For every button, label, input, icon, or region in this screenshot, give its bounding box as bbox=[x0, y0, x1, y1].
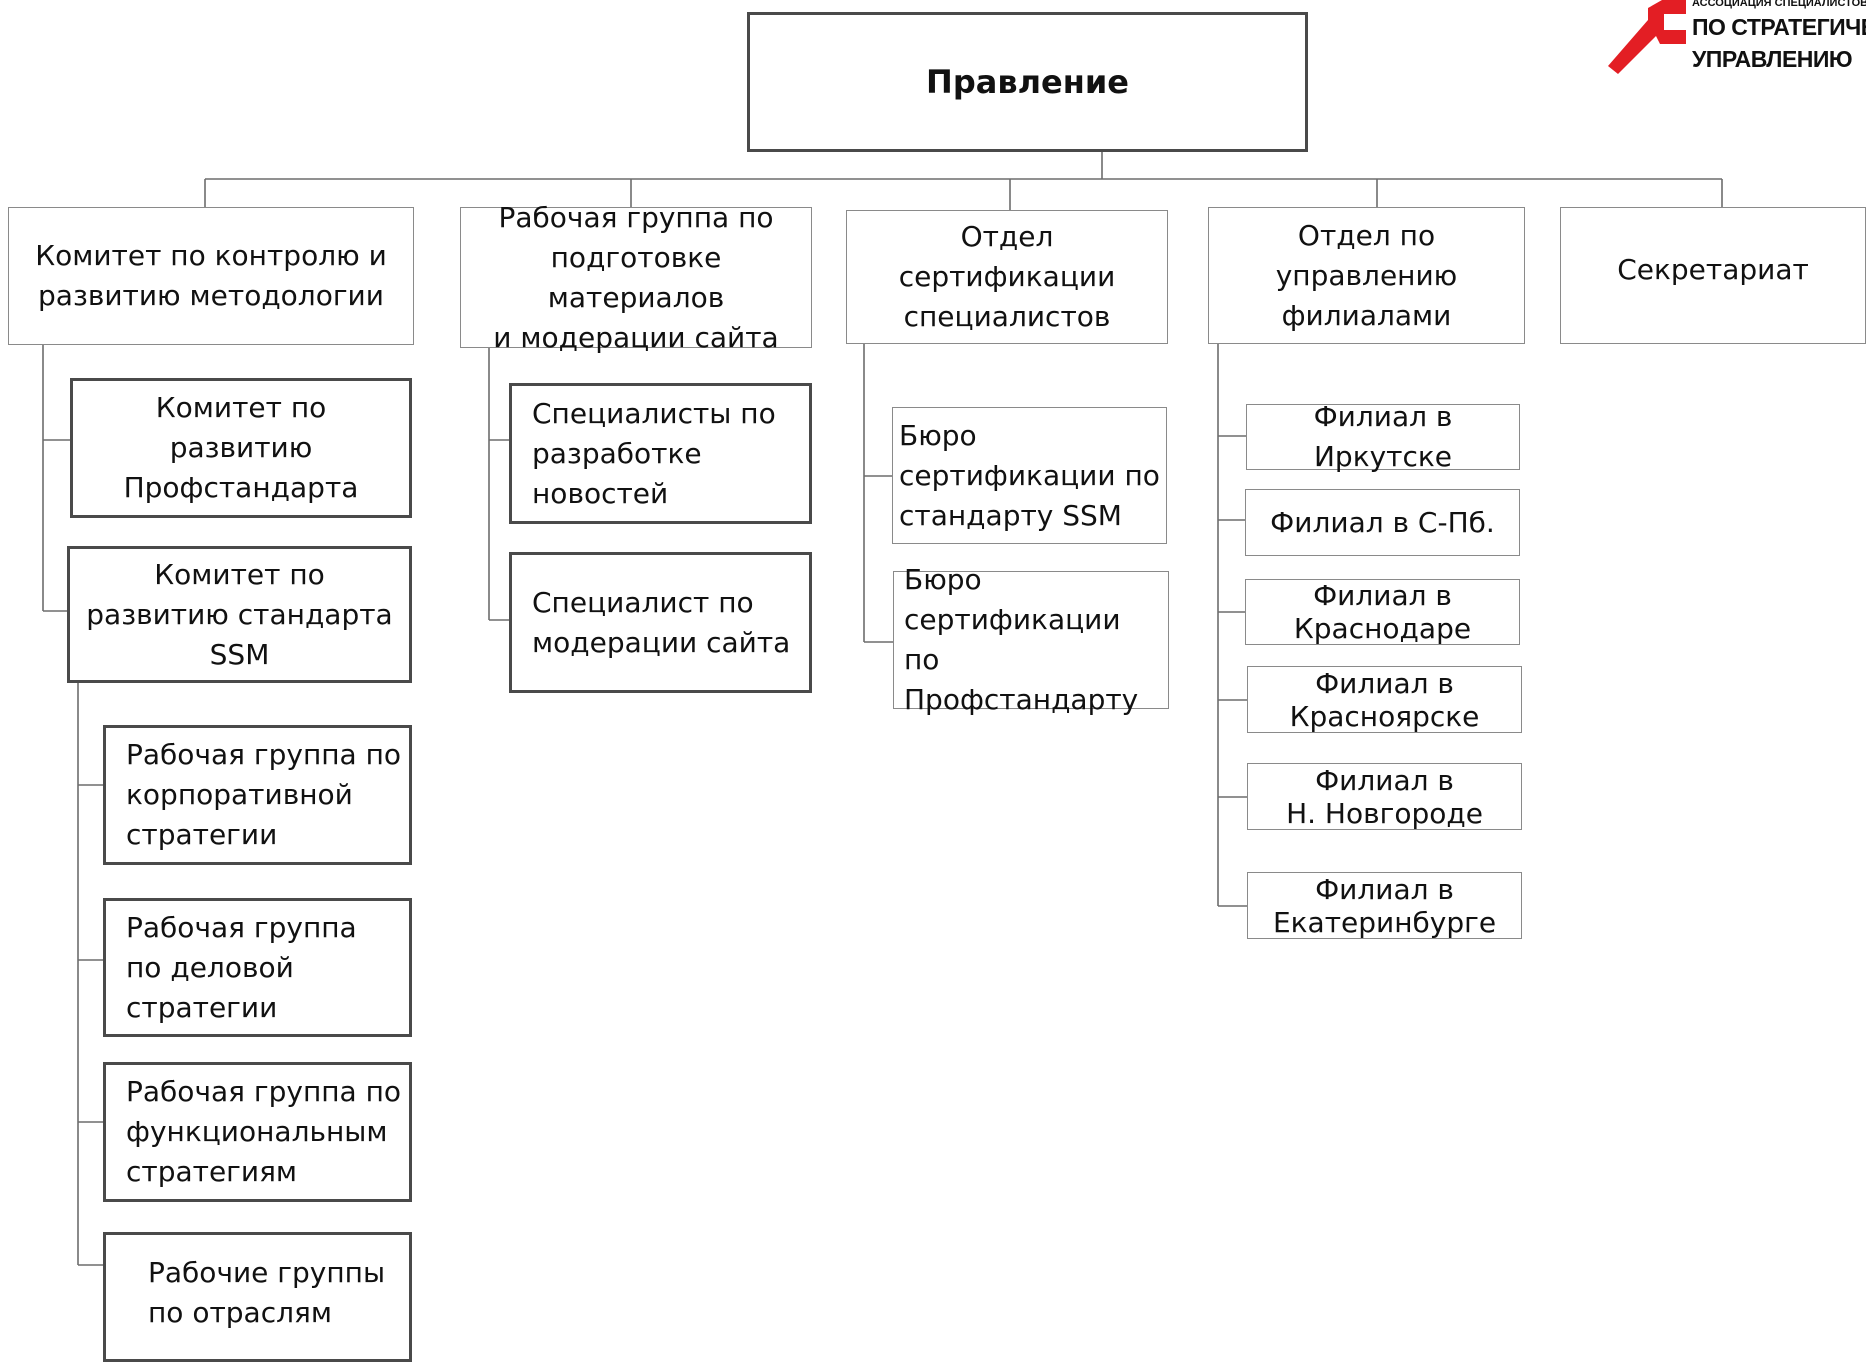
news-specialists: Специалисты по разработке новостей bbox=[509, 383, 812, 524]
department-label: Отдел сертификации специалистов bbox=[898, 220, 1116, 333]
node-label: Бюро сертификации по стандарту SSM bbox=[899, 418, 1160, 532]
node-label: Рабочая группа по функциональным стратег… bbox=[126, 1075, 402, 1188]
working-group-business: Рабочая группа по деловой стратегии bbox=[103, 898, 412, 1037]
branch-krasnoyarsk: Филиал в Красноярске bbox=[1247, 666, 1522, 733]
logo-text-line2: ПО СТРАТЕГИЧЕСКОМУ bbox=[1692, 14, 1866, 40]
working-group-functional: Рабочая группа по функциональным стратег… bbox=[103, 1062, 412, 1202]
node-label: Филиал в С-Пб. bbox=[1270, 505, 1495, 539]
moderation-specialist: Специалист по модерации сайта bbox=[509, 552, 812, 693]
node-label: Филиал в Краснодаре bbox=[1293, 579, 1472, 645]
node-label: Филиал в Иркутске bbox=[1313, 400, 1453, 473]
bureau-profstandard: Бюро сертификации по Профстандарту bbox=[893, 563, 1169, 716]
node-label: Бюро сертификации по Профстандарту bbox=[904, 563, 1139, 716]
node-label: Филиал в Н. Новгороде bbox=[1286, 763, 1483, 830]
department-label: Отдел по управлению филиалами bbox=[1275, 218, 1458, 332]
department-label: Секретариат bbox=[1617, 252, 1809, 286]
department-website: Рабочая группа по подготовке материалов … bbox=[460, 201, 812, 354]
node-label: Специалист по модерации сайта bbox=[532, 585, 791, 659]
department-certification: Отдел сертификации специалистов bbox=[846, 210, 1168, 344]
node-label: Специалисты по разработке новостей bbox=[532, 396, 776, 510]
department-secretariat: Секретариат bbox=[1560, 207, 1866, 344]
root-node: Правление bbox=[747, 12, 1308, 152]
department-label: Рабочая группа по подготовке материалов … bbox=[493, 200, 779, 354]
root-label: Правление bbox=[926, 63, 1129, 101]
branch-spb: Филиал в С-Пб. bbox=[1245, 489, 1520, 556]
branch-yekaterinburg: Филиал в Екатеринбурге bbox=[1247, 872, 1522, 939]
branch-irkutsk: Филиал в Иркутске bbox=[1246, 400, 1520, 473]
branch-krasnodar: Филиал в Краснодаре bbox=[1245, 579, 1520, 645]
department-branches: Отдел по управлению филиалами bbox=[1208, 207, 1525, 344]
logo-text-line3: УПРАВЛЕНИЮ bbox=[1692, 46, 1853, 72]
working-group-corporate: Рабочая группа по корпоративной стратеги… bbox=[103, 725, 412, 865]
logo-text-line1: АССОЦИАЦИЯ СПЕЦИАЛИСТОВ bbox=[1692, 0, 1866, 9]
node-label: Филиал в Екатеринбурге bbox=[1272, 872, 1497, 939]
working-groups-industries: Рабочие группы по отраслям bbox=[103, 1232, 412, 1362]
department-methodology: Комитет по контролю и развитию методолог… bbox=[8, 207, 414, 345]
committee-ssm: Комитет по развитию стандарта SSM bbox=[67, 546, 412, 683]
department-label: Комитет по контролю и развитию методолог… bbox=[35, 239, 387, 312]
association-logo-icon bbox=[1608, 0, 1686, 74]
node-label: Комитет по развитию Профстандарта bbox=[123, 391, 359, 504]
bureau-ssm: Бюро сертификации по стандарту SSM bbox=[892, 407, 1167, 544]
node-label: Филиал в Красноярске bbox=[1289, 666, 1480, 733]
node-label: Рабочие группы по отраслям bbox=[148, 1256, 386, 1329]
node-label: Рабочая группа по корпоративной стратеги… bbox=[126, 738, 402, 851]
committee-profstandard: Комитет по развитию Профстандарта bbox=[70, 378, 412, 518]
node-label: Комитет по развитию стандарта SSM bbox=[86, 557, 393, 671]
branch-nizhny-novgorod: Филиал в Н. Новгороде bbox=[1247, 763, 1522, 830]
node-label: Рабочая группа по деловой стратегии bbox=[126, 910, 357, 1024]
